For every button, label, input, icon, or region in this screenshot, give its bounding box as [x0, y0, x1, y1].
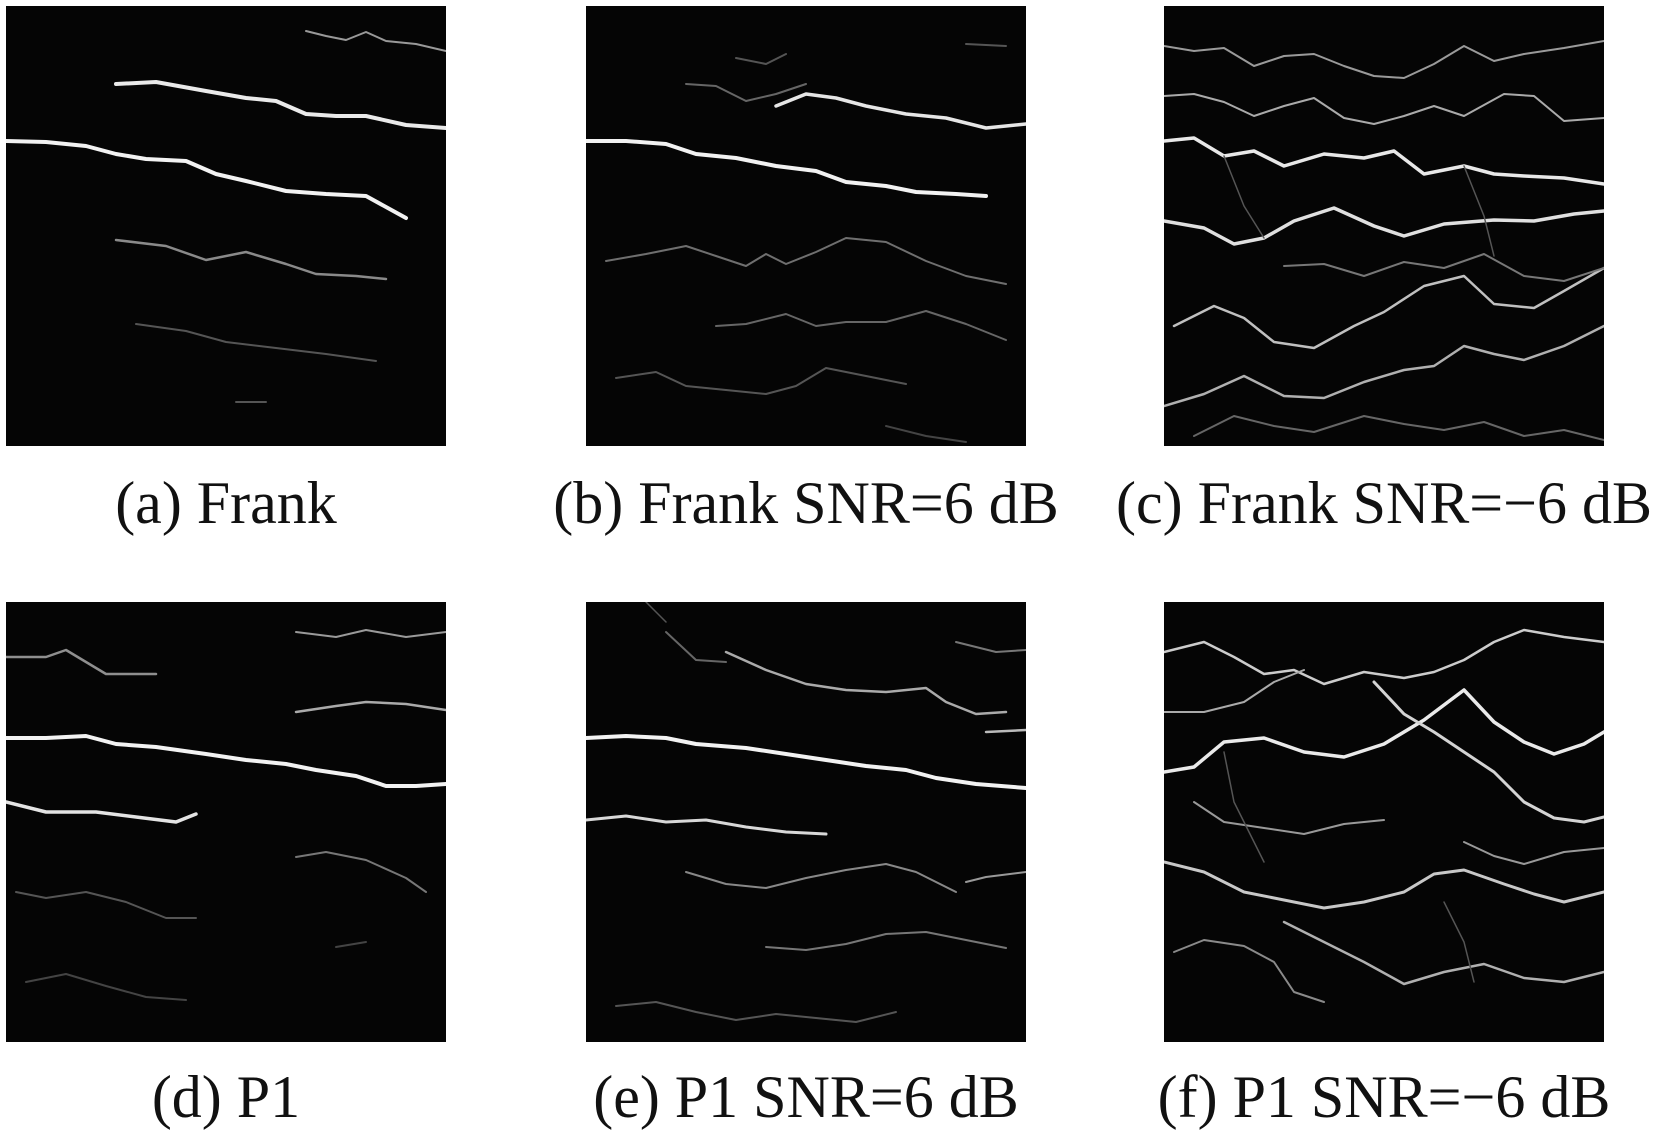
panel-e-p1-6db-image [586, 602, 1026, 1042]
caption-b: (b) Frank SNR=6 dB [553, 470, 1059, 536]
p1-snr-minus6db-time-frequency-image [1164, 628, 1604, 1003]
frank-snr-minus6db-time-frequency-image [1164, 40, 1604, 441]
panel-d-p1-image [6, 602, 446, 1042]
caption-e: (e) P1 SNR=6 dB [593, 1064, 1019, 1130]
p1-time-frequency-image [6, 629, 446, 1001]
panel-f-p1-minus6db-image [1164, 602, 1604, 1042]
panel-c-frank-minus6db-image [1164, 6, 1604, 446]
frank-time-frequency-image [6, 30, 446, 403]
caption-c: (c) Frank SNR=−6 dB [1116, 470, 1652, 536]
panel-b-frank-6db-image [586, 6, 1026, 446]
caption-a: (a) Frank [115, 470, 337, 536]
frank-snr-6db-time-frequency-image [586, 43, 1026, 443]
caption-d: (d) P1 [151, 1064, 301, 1130]
panel-a-frank-image [6, 6, 446, 446]
p1-snr-6db-time-frequency-image [586, 602, 1026, 1023]
caption-f: (f) P1 SNR=−6 dB [1157, 1064, 1611, 1130]
